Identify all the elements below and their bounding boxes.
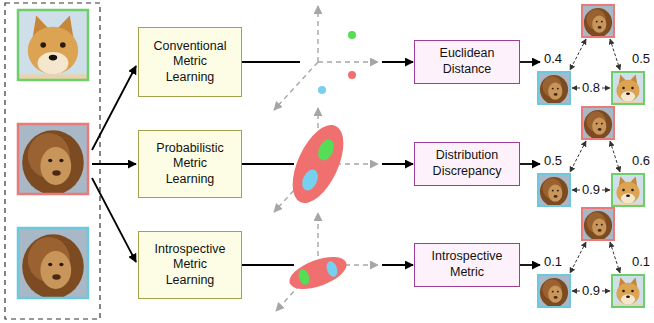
distribution-ellipse <box>297 268 312 286</box>
box-label: Conventional Metric Learning <box>147 39 233 86</box>
metric-arrow <box>520 61 540 63</box>
flow-arrow <box>242 264 413 266</box>
similarity-triangle <box>538 208 644 307</box>
distance-value: 0.6 <box>631 154 651 168</box>
row-conventional <box>274 5 644 110</box>
row-introspective <box>276 208 644 311</box>
distribution-ellipse <box>299 167 321 193</box>
distribution-ellipse <box>285 251 350 296</box>
metric-box: Euclidean Distance <box>414 40 520 84</box>
method-box: Conventional Metric Learning <box>138 27 242 97</box>
distance-value: 0.9 <box>581 183 601 197</box>
box-label: Euclidean Distance <box>423 46 511 77</box>
embedding-point <box>318 86 326 94</box>
flow-arrow <box>242 61 413 63</box>
box-label: Introspective Metric <box>423 249 511 280</box>
group-frame <box>5 3 100 319</box>
metric-box: Distribution Discrepancy <box>414 142 520 186</box>
row-probabilistic <box>274 107 644 212</box>
metric-arrow <box>520 163 540 165</box>
method-box: Probabilistic Metric Learning <box>138 130 242 198</box>
input-arrows <box>92 66 136 262</box>
distribution-ellipse <box>315 137 337 163</box>
distance-value: 0.5 <box>543 154 563 168</box>
similarity-triangle <box>538 5 644 104</box>
distance-value: 0.9 <box>581 284 601 298</box>
box-label: Distribution Discrepancy <box>423 148 511 179</box>
embedding-axes <box>274 6 378 110</box>
metric-box: Introspective Metric <box>414 243 520 287</box>
input-image-lion-red <box>18 124 88 195</box>
distance-value: 0.4 <box>543 52 563 66</box>
flow-arrow <box>242 163 413 165</box>
input-image-lion-cyan <box>18 228 88 299</box>
box-label: Probabilistic Metric Learning <box>147 141 233 188</box>
method-box: Introspective Metric Learning <box>138 231 242 299</box>
metric-arrow <box>520 264 540 266</box>
embedding-point <box>348 31 356 39</box>
distance-value: 0.8 <box>581 81 601 95</box>
distribution-ellipse <box>325 260 340 278</box>
distance-value: 0.1 <box>543 255 563 269</box>
embedding-point <box>348 71 356 79</box>
distance-value: 0.1 <box>631 255 651 269</box>
input-image-dog <box>18 10 88 80</box>
embedding-axes <box>276 213 378 311</box>
box-label: Introspective Metric Learning <box>147 242 233 289</box>
distance-value: 0.5 <box>631 52 651 66</box>
similarity-triangle <box>538 107 644 206</box>
embedding-axes <box>274 108 378 212</box>
